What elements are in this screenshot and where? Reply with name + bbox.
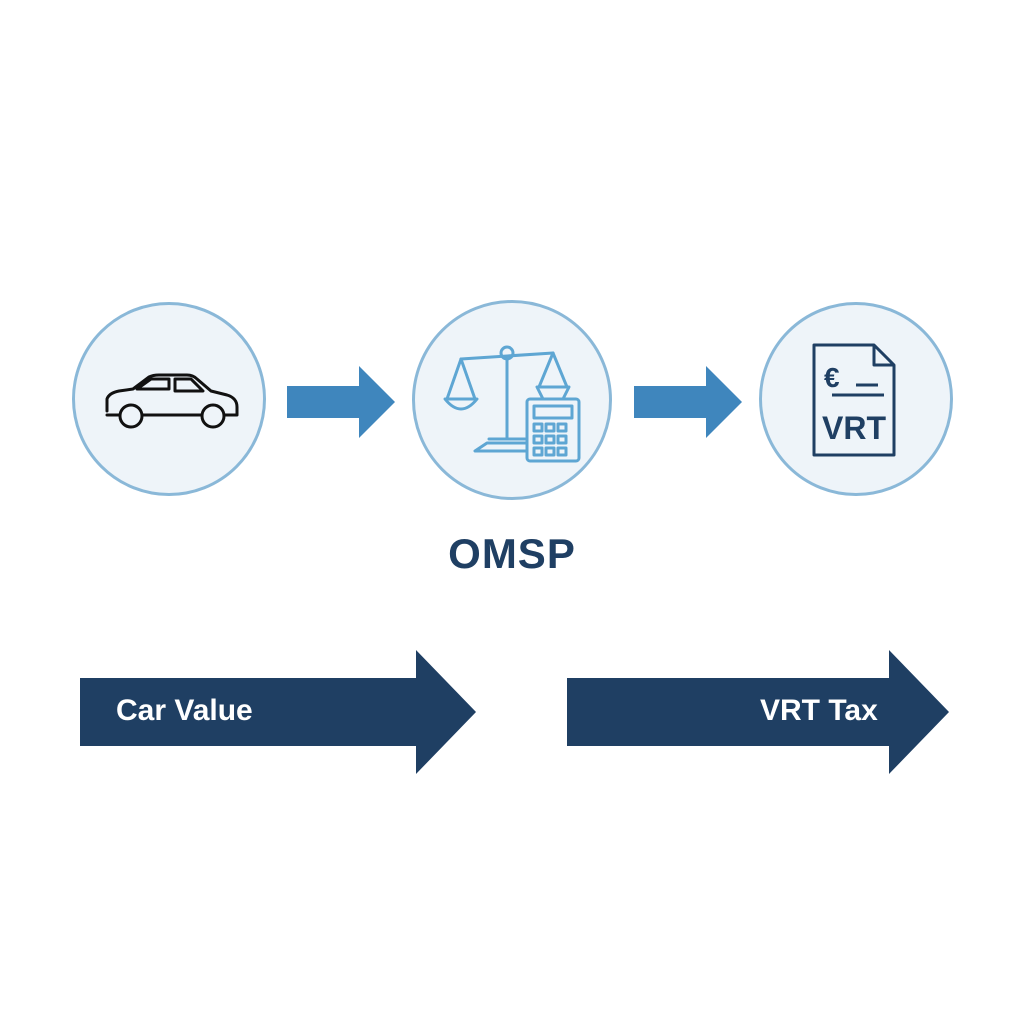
vrt-node: € VRT	[759, 302, 953, 496]
car-value-label: Car Value	[116, 694, 253, 727]
document-label: VRT	[822, 410, 886, 446]
flow-arrow-1	[287, 366, 395, 438]
flow-arrow-2	[634, 366, 742, 438]
tax-document-icon: € VRT	[812, 343, 896, 457]
vrt-tax-arrow	[567, 650, 949, 774]
car-node	[72, 302, 266, 496]
omsp-label: OMSP	[448, 530, 576, 577]
vrt-tax-label: VRT Tax	[760, 694, 878, 727]
currency-symbol: €	[824, 362, 840, 393]
car-icon	[105, 373, 239, 429]
car-value-arrow	[80, 650, 476, 774]
omsp-node	[412, 300, 612, 500]
scale-calculator-icon	[443, 345, 581, 463]
